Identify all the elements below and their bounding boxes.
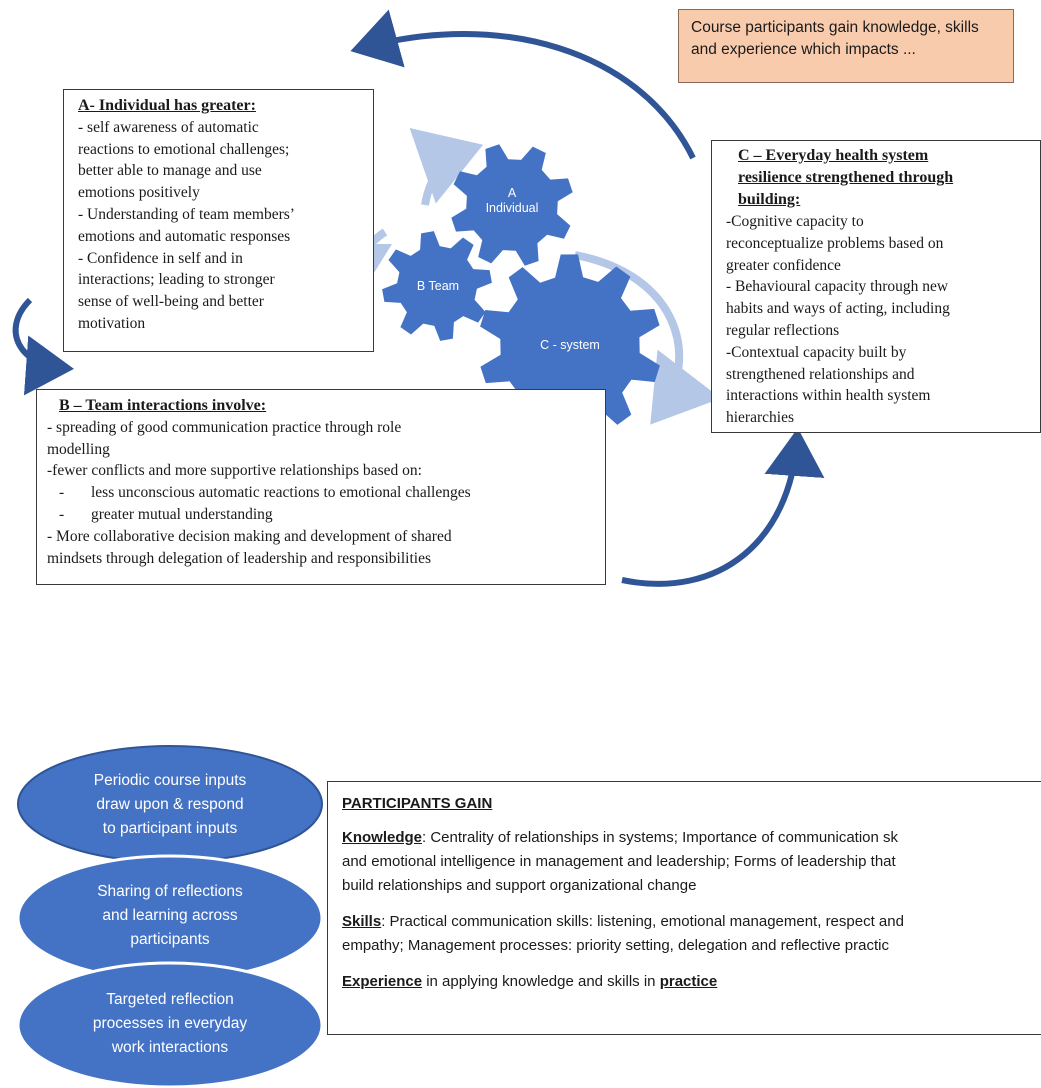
ellipse-text-line: to participant inputs: [102, 820, 238, 837]
box-team-line: - spreading of good communication practi…: [47, 418, 402, 436]
ellipse-targeted-reflection: [16, 961, 324, 1088]
experience-text: in applying knowledge and skills in: [422, 973, 660, 990]
skills-text: empathy; Management processes: priority …: [342, 937, 889, 954]
ellipse-periodic-inputs-text: Periodic course inputs draw upon & respo…: [40, 769, 300, 841]
arrow-top-curve: [350, 9, 696, 160]
ellipse-sharing-reflections-text: Sharing of reflections and learning acro…: [40, 880, 300, 952]
box-system-line: greater confidence: [726, 256, 841, 274]
gear-c-label: C - system: [540, 338, 600, 352]
box-individual-line: - Understanding of team members’: [78, 205, 295, 223]
box-system-line: - Behavioural capacity through new: [726, 278, 949, 296]
ellipse-text-line: Targeted reflection: [106, 991, 234, 1008]
box-team-line: mindsets through delegation of leadershi…: [47, 549, 431, 567]
skills-keyword: Skills: [342, 913, 382, 930]
box-individual: A- Individual has greater: - self awaren…: [63, 89, 374, 352]
gear-a-label: A Individual: [462, 186, 562, 216]
ellipse-targeted-reflection-text: Targeted reflection processes in everyda…: [40, 988, 300, 1060]
knowledge-text: build relationships and support organiza…: [342, 877, 697, 894]
box-team-line: modelling: [47, 440, 110, 458]
box-team-bullet: greater mutual understanding: [47, 504, 597, 526]
gear-a-label-line2: Individual: [485, 201, 539, 215]
gear-a-icon: [451, 144, 573, 266]
box-individual-line: better able to manage and use: [78, 162, 262, 180]
arrow-bottom-curve: [621, 428, 825, 587]
box-individual-heading: A- Individual has greater:: [78, 97, 256, 114]
ellipse-text-line: Periodic course inputs: [93, 772, 247, 789]
box-individual-line: sense of well-being and better: [78, 293, 264, 311]
arrow-left-curve: [12, 297, 74, 396]
box-system-line: interactions within health system: [726, 387, 931, 405]
summary-note: Course participants gain knowledge, skil…: [678, 9, 1014, 83]
ellipse-text-line: Sharing of reflections: [97, 883, 243, 900]
experience-keyword: Experience: [342, 973, 423, 990]
box-system-heading: C – Everyday health system: [738, 147, 929, 164]
practice-keyword: practice: [659, 973, 718, 990]
arrow-light-right: [574, 251, 721, 425]
box-individual-line: - Confidence in self and in: [78, 249, 243, 267]
ellipse-text-line: processes in everyday: [92, 1015, 248, 1032]
ellipse-text-line: draw upon & respond: [96, 796, 244, 813]
knowledge-text: and emotional intelligence in management…: [342, 853, 896, 870]
box-system-line: hierarchies: [726, 409, 794, 427]
participants-gain-box: PARTICIPANTS GAIN Knowledge: Centrality …: [327, 781, 1041, 1035]
gear-b-label: B Team: [416, 279, 460, 293]
box-system-heading: building:: [738, 191, 801, 208]
box-team-line: -fewer conflicts and more supportive rel…: [47, 462, 422, 480]
box-individual-line: emotions positively: [78, 184, 200, 202]
box-system-line: -Cognitive capacity to: [726, 213, 864, 230]
box-system-line: reconceptualize problems based on: [726, 234, 944, 252]
box-individual-line: - self awareness of automatic: [78, 118, 259, 136]
gear-a-label-line1: A: [507, 186, 517, 200]
box-system-line: strengthened relationships and: [726, 365, 915, 383]
box-system-line: -Contextual capacity built by: [726, 343, 907, 361]
box-system: C – Everyday health system resilience st…: [711, 140, 1041, 433]
box-team-bullet: less unconscious automatic reactions to …: [47, 482, 597, 504]
gear-b-icon: [382, 231, 492, 341]
knowledge-keyword: Knowledge: [342, 829, 423, 846]
knowledge-paragraph: Knowledge: Centrality of relationships i…: [342, 826, 1041, 898]
box-system-line: regular reflections: [726, 321, 840, 339]
arrow-light-top: [409, 128, 484, 206]
skills-text: : Practical communication skills: listen…: [381, 913, 904, 930]
box-individual-line: motivation: [78, 314, 146, 332]
ellipse-text-line: participants: [130, 931, 210, 948]
box-individual-line: reactions to emotional challenges;: [78, 140, 290, 158]
box-individual-line: interactions; leading to stronger: [78, 271, 275, 289]
box-team-line: - More collaborative decision making and…: [47, 527, 452, 545]
box-team: B – Team interactions involve: - spreadi…: [36, 389, 606, 585]
experience-paragraph: Experience in applying knowledge and ski…: [342, 970, 1041, 994]
box-team-heading: B – Team interactions involve:: [59, 397, 267, 414]
knowledge-text: : Centrality of relationships in systems…: [422, 829, 899, 846]
box-system-line: habits and ways of acting, including: [726, 300, 950, 318]
ellipse-text-line: and learning across: [102, 907, 238, 924]
participants-gain-heading: PARTICIPANTS GAIN: [342, 795, 493, 812]
gear-b-shape: [382, 231, 492, 341]
box-system-heading: resilience strengthened through: [738, 169, 954, 186]
ellipse-text-line: work interactions: [111, 1039, 229, 1056]
skills-paragraph: Skills: Practical communication skills: …: [342, 910, 1041, 958]
gear-a-shape: [451, 144, 573, 266]
box-individual-line: emotions and automatic responses: [78, 227, 291, 245]
